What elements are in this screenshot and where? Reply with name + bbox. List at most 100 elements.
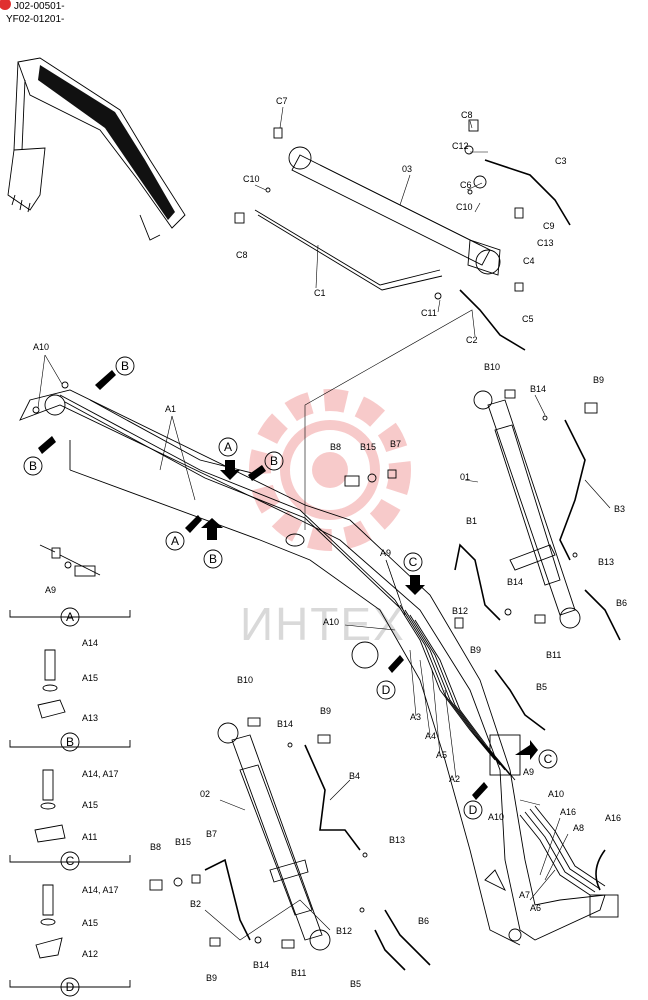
svg-text:B5: B5 <box>350 979 361 989</box>
svg-text:B15: B15 <box>360 442 376 452</box>
svg-text:B13: B13 <box>598 557 614 567</box>
svg-text:B4: B4 <box>349 771 360 781</box>
svg-text:B12: B12 <box>336 926 352 936</box>
svg-text:C: C <box>544 752 553 766</box>
svg-text:A10: A10 <box>323 617 339 627</box>
svg-text:A16: A16 <box>605 813 621 823</box>
svg-text:C2: C2 <box>466 335 478 345</box>
svg-text:B2: B2 <box>190 899 201 909</box>
pipe-b1 <box>454 543 501 621</box>
pipe-b2 <box>204 858 251 941</box>
svg-text:A10: A10 <box>548 789 564 799</box>
svg-text:A: A <box>224 440 232 454</box>
svg-text:C4: C4 <box>523 256 535 266</box>
svg-text:C1: C1 <box>314 288 326 298</box>
detail-view-b: B A14, A17 A15 A11 <box>9 732 131 843</box>
svg-text:B9: B9 <box>320 706 331 716</box>
fittings <box>32 119 598 949</box>
svg-text:C13: C13 <box>537 238 554 248</box>
svg-text:B8: B8 <box>150 842 161 852</box>
svg-text:B1: B1 <box>466 516 477 526</box>
hose-b5-right <box>494 669 546 731</box>
header-code-line2: YF02-01201- <box>6 14 64 25</box>
svg-text:A9: A9 <box>523 767 534 777</box>
svg-text:C8: C8 <box>461 110 473 120</box>
svg-text:A2: A2 <box>449 774 460 784</box>
svg-text:A: A <box>171 534 179 548</box>
hose-c3 <box>484 159 571 226</box>
svg-text:C10: C10 <box>456 202 473 212</box>
detail-view-d-letter: D <box>66 980 75 994</box>
svg-text:C11: C11 <box>421 308 437 318</box>
svg-text:C6: C6 <box>460 180 472 190</box>
view-marker-a-1: A <box>218 437 240 480</box>
watermark-text: ИНТЕХ <box>240 598 406 650</box>
svg-text:A1: A1 <box>165 404 176 414</box>
svg-text:C: C <box>409 555 418 569</box>
hose-bundle-a6-a8 <box>519 805 619 918</box>
svg-text:B14: B14 <box>530 384 546 394</box>
svg-text:B10: B10 <box>484 362 500 372</box>
svg-text:A16: A16 <box>560 807 576 817</box>
svg-text:B15: B15 <box>175 837 191 847</box>
svg-text:B13: B13 <box>389 835 405 845</box>
hose-c2 <box>459 289 526 351</box>
cylinder-02 <box>217 722 331 951</box>
svg-text:A10: A10 <box>33 342 49 352</box>
svg-text:B9: B9 <box>470 645 481 655</box>
view-marker-b-3: B <box>248 451 284 481</box>
leader-lines <box>37 106 611 941</box>
svg-text:B14: B14 <box>507 577 523 587</box>
detail-b-part-a15: A15 <box>82 800 98 810</box>
svg-text:B: B <box>270 454 278 468</box>
watermark-gear-logo <box>249 389 411 551</box>
view-marker-b-1: B <box>95 356 135 390</box>
svg-text:C8: C8 <box>236 250 248 260</box>
svg-text:B14: B14 <box>277 719 293 729</box>
header-code-line1: J02-00501- <box>14 1 65 12</box>
svg-text:A10: A10 <box>488 812 504 822</box>
svg-text:A9: A9 <box>380 548 391 558</box>
svg-text:B5: B5 <box>536 682 547 692</box>
detail-view-a-letter: A <box>66 610 74 624</box>
hose-bundle-a2-a5 <box>394 599 521 781</box>
svg-text:D: D <box>469 803 478 817</box>
pipe-c1-inner <box>257 214 443 291</box>
svg-text:A5: A5 <box>436 750 447 760</box>
view-marker-c-2: C <box>515 740 558 769</box>
svg-text:B10: B10 <box>237 675 253 685</box>
view-marker-d-1: D <box>376 655 404 700</box>
svg-text:B11: B11 <box>291 968 306 978</box>
svg-text:A7: A7 <box>519 890 530 900</box>
svg-text:B9: B9 <box>206 973 217 983</box>
svg-text:C5: C5 <box>522 314 534 324</box>
detail-view-c-letter: C <box>66 854 75 868</box>
corner-badge-icon <box>0 0 11 10</box>
pipe-c1 <box>254 209 441 286</box>
detail-b-part-a11: A11 <box>82 832 97 842</box>
view-marker-a-2: A <box>165 515 202 551</box>
svg-text:D: D <box>382 683 391 697</box>
svg-text:01: 01 <box>460 472 470 482</box>
detail-b-part-a14-a17: A14, A17 <box>82 769 119 779</box>
svg-text:C9: C9 <box>543 221 555 231</box>
svg-text:C12: C12 <box>452 141 469 151</box>
hose-b5-bottom <box>374 929 406 971</box>
svg-text:02: 02 <box>200 789 210 799</box>
part-labels: C7 C8 C12 C3 03 C10 C6 C10 C9 C13 C4 C8 … <box>33 96 627 989</box>
detail-c-part-a14-a17: A14, A17 <box>82 885 119 895</box>
svg-text:C10: C10 <box>243 174 260 184</box>
svg-text:B3: B3 <box>614 504 625 514</box>
detail-c-part-a15: A15 <box>82 918 98 928</box>
pipe-b3 <box>559 419 586 561</box>
svg-text:03: 03 <box>402 164 412 174</box>
detail-a-part-a13: A13 <box>82 713 98 723</box>
detail-a9-fitting <box>39 544 101 577</box>
svg-text:B6: B6 <box>418 916 429 926</box>
svg-text:B8: B8 <box>330 442 341 452</box>
excavator-overview-icon <box>7 57 186 241</box>
detail-view-b-letter: B <box>66 735 74 749</box>
svg-text:B6: B6 <box>616 598 627 608</box>
